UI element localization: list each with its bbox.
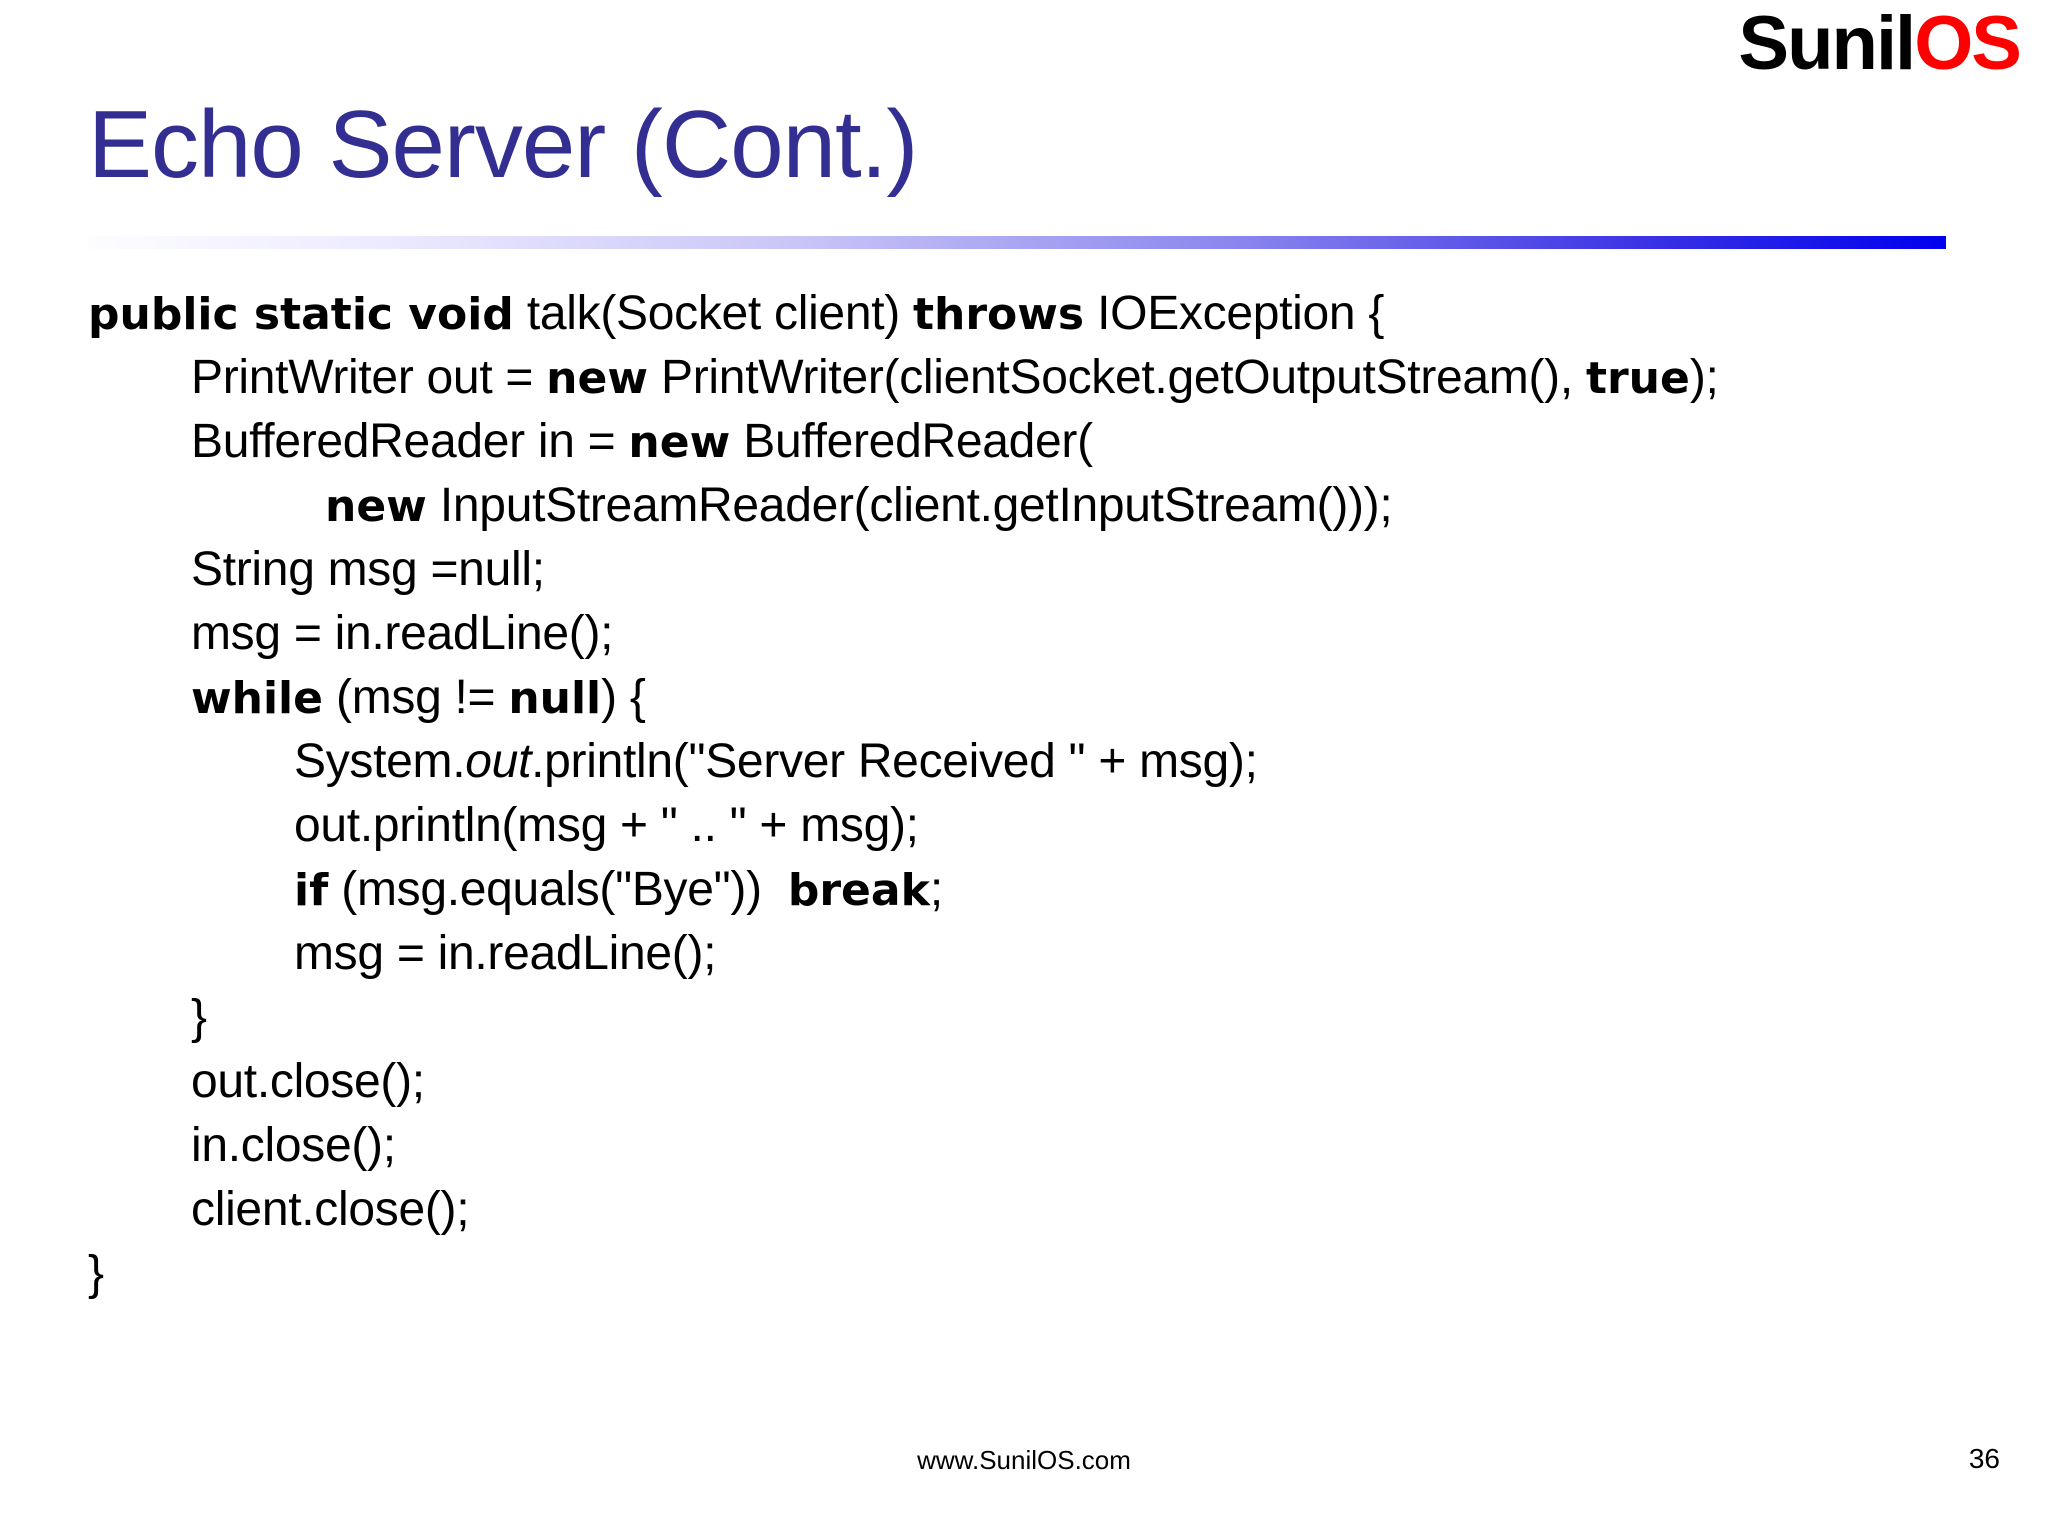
page-title: Echo Server (Cont.) [88, 91, 918, 198]
brand-logo: SunilOS [1738, 6, 2022, 82]
code-text: (msg != [322, 671, 509, 724]
code-keyword: new [546, 353, 648, 404]
code-text: BufferedReader( [730, 415, 1093, 468]
code-line: if (msg.equals("Bye")) break; [0, 858, 2048, 922]
code-keyword: public static void [88, 289, 514, 340]
code-line: out.close(); [0, 1050, 2048, 1114]
code-text: in.close(); [191, 1119, 396, 1172]
code-line: PrintWriter out = new PrintWriter(client… [0, 346, 2048, 410]
code-keyword: new [628, 417, 731, 468]
code-text: client.close(); [191, 1183, 470, 1236]
code-keyword: throws [912, 289, 1085, 340]
code-line: out.println(msg + " .. " + msg); [0, 794, 2048, 858]
code-text: IOException { [1084, 287, 1385, 340]
code-line: in.close(); [0, 1114, 2048, 1178]
code-emphasis: out [465, 735, 532, 788]
code-text: InputStreamReader(client.getInputStream(… [426, 479, 1393, 532]
code-keyword: new [325, 481, 427, 532]
brand-logo-os: OS [1914, 1, 2022, 86]
code-line: msg = in.readLine(); [0, 602, 2048, 666]
footer-url: www.SunilOS.com [917, 1445, 1131, 1475]
code-text: } [191, 991, 207, 1044]
code-keyword: null [508, 673, 602, 724]
code-text: msg = in.readLine(); [191, 607, 614, 660]
code-text: out.close(); [191, 1055, 425, 1108]
code-text: (msg.equals("Bye")) [328, 863, 788, 916]
brand-logo-sunil: Sunil [1738, 1, 1916, 86]
code-line: while (msg != null) { [0, 666, 2048, 730]
code-line: client.close(); [0, 1178, 2048, 1242]
page-number: 36 [1968, 1443, 2000, 1474]
code-line: BufferedReader in = new BufferedReader( [0, 410, 2048, 474]
code-keyword: if [294, 865, 329, 916]
code-line: } [0, 1242, 2048, 1306]
code-line: msg = in.readLine(); [0, 922, 2048, 986]
code-text: } [88, 1247, 104, 1300]
code-text: .println("Server Received " + msg); [531, 735, 1258, 788]
code-text: PrintWriter out = [191, 351, 547, 404]
code-line: System.out.println("Server Received " + … [0, 730, 2048, 794]
code-line: } [0, 986, 2048, 1050]
code-text: ; [929, 863, 943, 916]
code-line: public static void talk(Socket client) t… [0, 282, 2048, 346]
code-line: new InputStreamReader(client.getInputStr… [0, 474, 2048, 538]
code-text: BufferedReader in = [191, 415, 629, 468]
code-keyword: break [787, 865, 930, 916]
code-listing: public static void talk(Socket client) t… [0, 282, 2048, 1306]
code-text: PrintWriter(clientSocket.getOutputStream… [648, 351, 1586, 404]
code-line: String msg =null; [0, 538, 2048, 602]
code-text: out.println(msg + " .. " + msg); [294, 799, 919, 852]
code-text: System. [294, 735, 466, 788]
code-keyword: while [191, 673, 323, 724]
code-text: talk(Socket client) [513, 287, 913, 340]
code-text: String msg =null; [191, 543, 545, 596]
title-underline-gradient [88, 236, 1946, 249]
code-text: msg = in.readLine(); [294, 927, 717, 980]
code-keyword: true [1585, 353, 1690, 404]
code-text: ); [1689, 351, 1719, 404]
code-text: ) { [601, 671, 646, 724]
